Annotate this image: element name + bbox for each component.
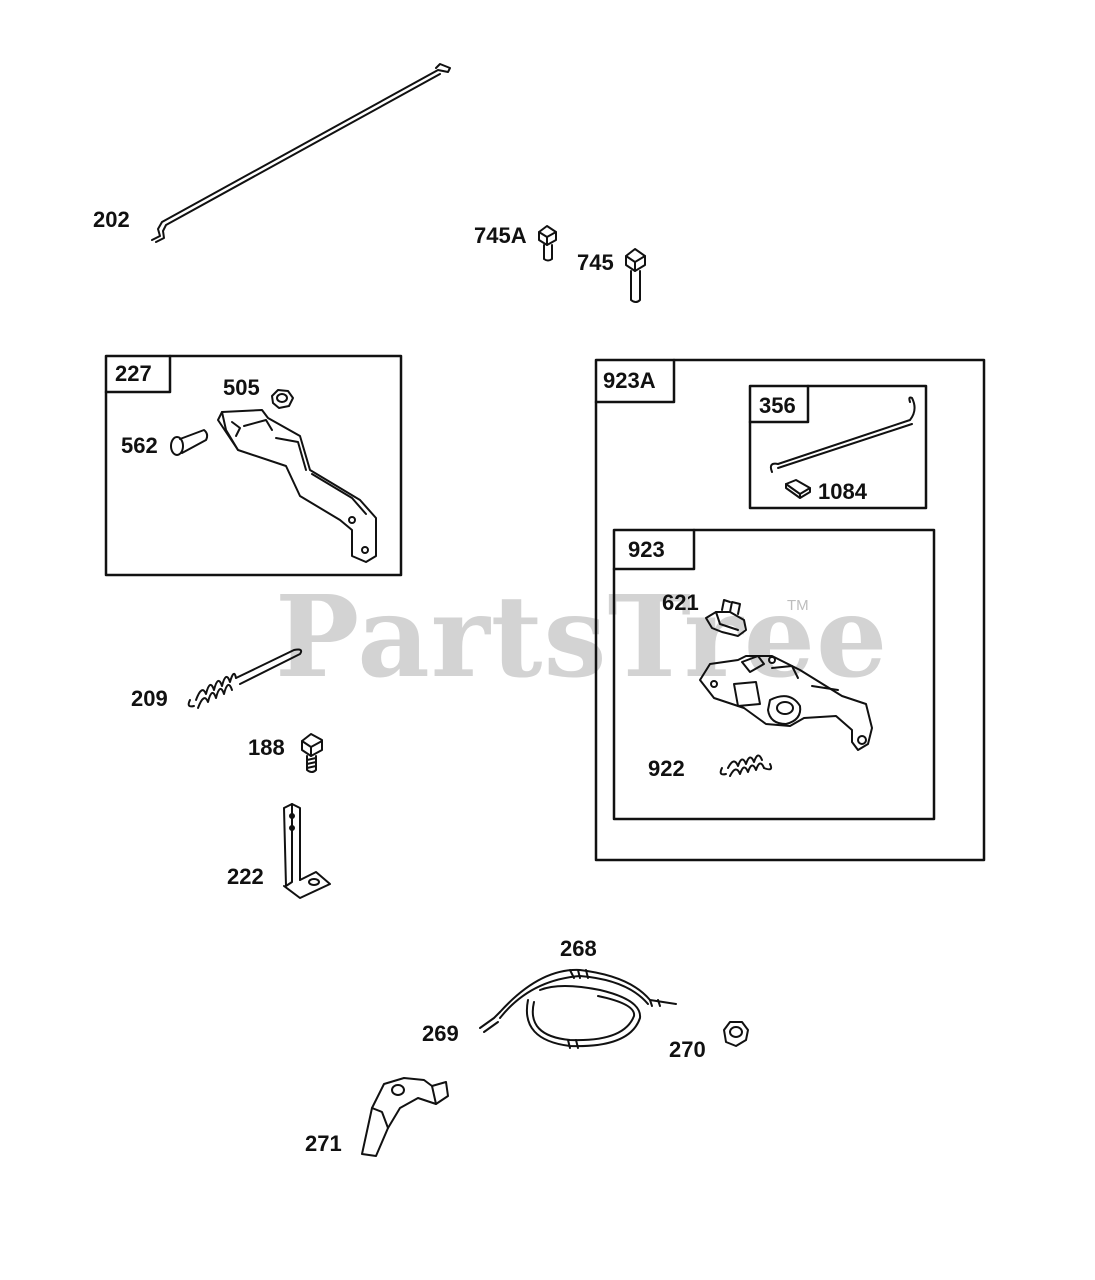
part-923-control-bracket xyxy=(699,655,873,751)
part-562-pin xyxy=(170,429,209,456)
part-1084-clip xyxy=(785,479,811,499)
kit-box-923a xyxy=(594,358,986,862)
watermark-trademark: TM xyxy=(787,597,809,614)
callout-188: 188 xyxy=(248,735,285,760)
part-621-clip xyxy=(705,599,747,637)
part-356-wire xyxy=(769,396,916,473)
part-202-rod xyxy=(151,63,451,243)
part-188-bolt xyxy=(301,733,323,773)
part-270-nut xyxy=(723,1021,749,1047)
callout-562: 562 xyxy=(121,433,158,458)
part-209-spring xyxy=(187,648,303,709)
part-922-spring xyxy=(719,754,773,777)
callout-269: 269 xyxy=(422,1021,459,1046)
kit-label-923a: 923A xyxy=(603,368,656,393)
callout-209: 209 xyxy=(131,686,168,711)
callout-271: 271 xyxy=(305,1131,342,1156)
kit-label-923: 923 xyxy=(628,537,665,562)
callout-621: 621 xyxy=(662,590,699,615)
callout-922: 922 xyxy=(648,756,685,781)
kit-box-356 xyxy=(748,384,928,510)
kit-label-356: 356 xyxy=(759,393,796,418)
kit-label-227: 227 xyxy=(115,361,152,386)
callout-268: 268 xyxy=(560,936,597,961)
part-745-bolt xyxy=(625,248,646,303)
kit-box-923 xyxy=(612,528,936,821)
part-222-bracket xyxy=(283,803,331,899)
part-271-bracket xyxy=(361,1077,449,1157)
callout-745: 745 xyxy=(577,250,614,275)
part-268-cable xyxy=(479,968,677,1049)
kit-box-227 xyxy=(104,354,403,577)
callout-222: 222 xyxy=(227,864,264,889)
part-505-nut xyxy=(271,389,294,409)
callout-202: 202 xyxy=(93,207,130,232)
part-745a-bolt xyxy=(538,225,557,262)
callout-745a: 745A xyxy=(474,223,527,248)
callout-270: 270 xyxy=(669,1037,706,1062)
callout-1084: 1084 xyxy=(818,479,867,504)
part-227-lever xyxy=(217,409,377,563)
watermark: PartsTree xyxy=(275,572,889,703)
callout-505: 505 xyxy=(223,375,260,400)
